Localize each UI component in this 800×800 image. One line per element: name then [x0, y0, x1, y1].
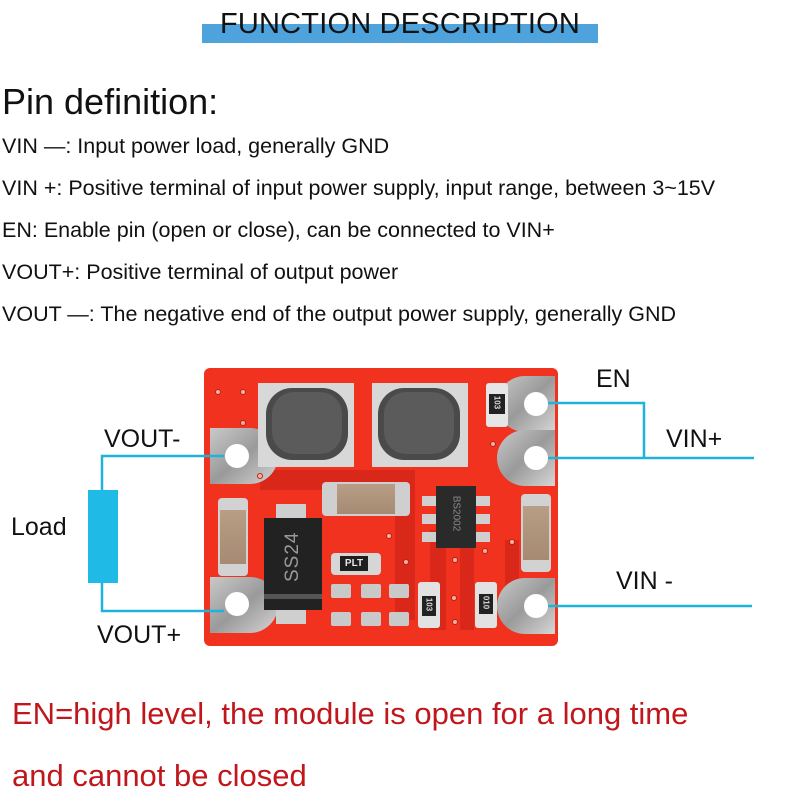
pin-def-vout-minus: VOUT —: The negative end of the output p… — [2, 302, 677, 326]
title-underline-bar — [202, 24, 598, 43]
pin-def-en: EN: Enable pin (open or close), can be c… — [2, 218, 555, 242]
capacitor-middle — [322, 482, 410, 516]
ic-marking: BS2002 — [450, 495, 462, 532]
resistor-bottom-left — [418, 582, 440, 628]
terminal-vin-minus — [497, 578, 555, 634]
wire-en — [548, 401, 646, 458]
pad-grid — [331, 584, 409, 626]
capacitor-left — [218, 498, 248, 576]
wire-vout-minus — [100, 454, 224, 492]
wires — [100, 401, 754, 613]
vias — [215, 389, 515, 625]
resistor-plt — [331, 553, 381, 575]
note-line-2: and cannot be closed — [12, 758, 307, 793]
pin-definition-heading: Pin definition: — [2, 81, 219, 122]
pin-def-vin-minus: VIN —: Input power load, generally GND — [2, 134, 390, 158]
terminal-en — [497, 376, 555, 432]
label-vout-minus: VOUT- — [104, 425, 181, 453]
ic-bs2002 — [422, 486, 490, 548]
pin-def-vin-plus: VIN +: Positive terminal of input power … — [2, 176, 716, 200]
label-load: Load — [11, 513, 67, 541]
diode-marking: SS24 — [282, 531, 303, 582]
label-vout-plus: VOUT+ — [97, 621, 182, 649]
note-line-1: EN=high level, the module is open for a … — [12, 696, 689, 731]
diode-ss24 — [264, 504, 322, 624]
terminal-vout-plus — [210, 577, 278, 633]
resistor-bottom-left-marking: 103 — [424, 597, 434, 612]
resistor-bottom-right — [475, 582, 497, 628]
terminal-vin-plus — [497, 430, 555, 486]
load-resistor — [88, 490, 118, 583]
inductor-right — [372, 383, 468, 467]
label-en: EN — [596, 365, 631, 393]
capacitor-right — [521, 494, 551, 572]
plt-marking: PLT — [344, 558, 364, 569]
page-title: FUNCTION DESCRIPTION — [219, 8, 581, 40]
inductor-left — [258, 383, 354, 467]
pin-def-vout-plus: VOUT+: Positive terminal of output power — [2, 260, 399, 284]
resistor-top — [486, 383, 508, 427]
label-vin-minus: VIN - — [616, 567, 673, 595]
label-vin-plus: VIN+ — [666, 425, 723, 453]
resistor-bottom-right-marking: 010 — [481, 595, 491, 610]
resistor-top-marking: 103 — [492, 395, 502, 410]
wire-vout-plus — [100, 582, 224, 613]
